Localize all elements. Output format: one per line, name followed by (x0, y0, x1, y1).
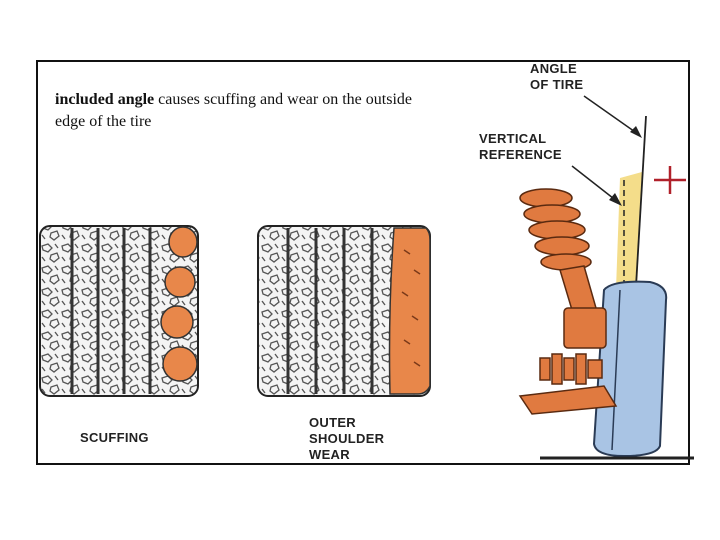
shoulder-wear-tire (257, 225, 431, 397)
vertical-reference-label: VERTICAL REFERENCE (479, 131, 562, 162)
tire (592, 280, 668, 458)
outer-shoulder-wear-label: OUTER SHOULDER WEAR (309, 415, 385, 462)
tire-inner-edge (611, 289, 621, 451)
vertical-reference-arrowhead (609, 193, 622, 206)
caption-text: causes scuffing and wear on the outside … (55, 91, 412, 130)
vertical-reference-pointer (571, 165, 619, 203)
wear-marks (401, 249, 421, 367)
scuffing-tire (39, 225, 199, 397)
scuff-patch (160, 305, 194, 339)
coil-spring (519, 188, 592, 271)
scuffing-label: SCUFFING (80, 430, 149, 445)
knuckle (563, 307, 607, 349)
lower-control-arm (518, 385, 618, 415)
angle-of-tire-pointer (583, 95, 639, 135)
angle-of-tire-label: ANGLE OF TIRE (530, 61, 584, 92)
suspension-illustration (518, 95, 694, 460)
scuff-patch (162, 346, 198, 382)
shoulder-wear-band (388, 227, 431, 395)
plus-camber-icon (654, 166, 686, 194)
scuff-patch (164, 266, 196, 298)
angle-of-tire-arrowhead (630, 126, 642, 138)
caption-bold-term: included angle (55, 91, 155, 108)
cv-boot (539, 353, 603, 385)
caption: included angle causes scuffing and wear … (55, 89, 435, 133)
scuffing-tread (39, 225, 199, 397)
scuff-patch (168, 226, 198, 258)
